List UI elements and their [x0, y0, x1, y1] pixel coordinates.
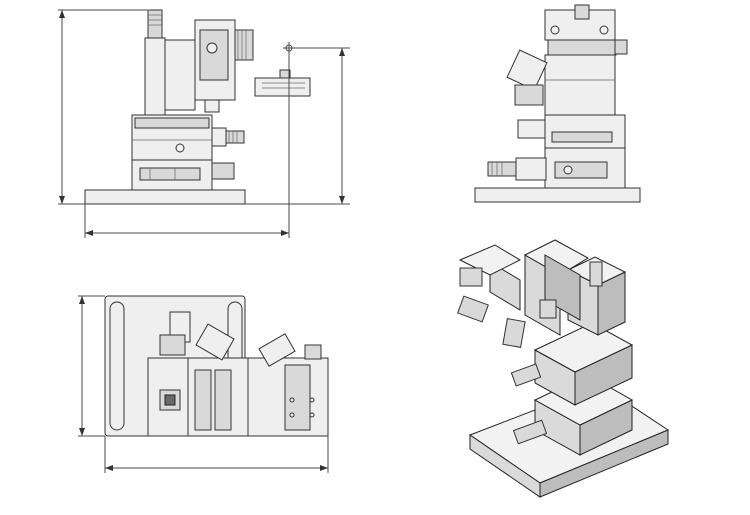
- side-arm: [254, 77, 311, 97]
- isometric-view: [457, 239, 670, 498]
- front-view: [474, 4, 641, 203]
- side-vertical-column: [144, 37, 166, 116]
- side-base-plate: [84, 189, 246, 205]
- side-micrometer: [225, 130, 245, 144]
- front-base-plate: [474, 187, 641, 203]
- top-view: [78, 295, 329, 473]
- side-view: [58, 9, 350, 238]
